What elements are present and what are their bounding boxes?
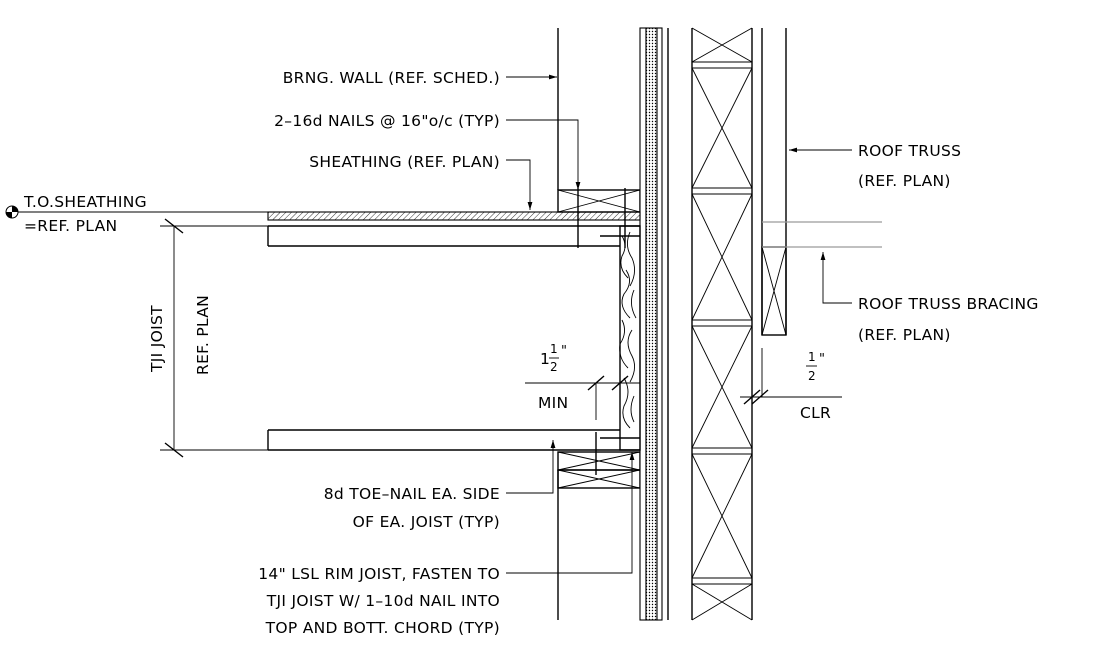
label-rim-joist-2: TJI JOIST W/ 1–10d NAIL INTO <box>266 592 500 610</box>
label-brng-wall: BRNG. WALL (REF. SCHED.) <box>283 69 500 87</box>
joist-depth-dimension <box>160 218 268 458</box>
dim-min-whole: 1 <box>540 350 550 368</box>
roof-truss <box>691 27 882 621</box>
dim-min-inch: " <box>561 344 567 359</box>
bearing-min-dimension <box>525 375 640 420</box>
wall-sheathing-strip <box>639 27 669 621</box>
clearance-dimension <box>740 348 842 405</box>
dim-min-denominator: 2 <box>550 360 558 374</box>
to-sheathing-marker <box>5 205 268 227</box>
dim-clr-numerator: 1 <box>808 350 816 364</box>
label-to-sheathing-ref: =REF. PLAN <box>24 217 117 235</box>
nails <box>577 188 640 475</box>
label-toe-nail-2: OF EA. JOIST (TYP) <box>353 513 500 531</box>
lsl-rim-joist <box>619 225 641 451</box>
bearing-wall <box>557 28 641 620</box>
label-tji-joist: TJI JOIST <box>148 305 166 373</box>
label-to-sheathing: T.O.SHEATHING <box>23 193 147 211</box>
label-rim-joist-3: TOP AND BOTT. CHORD (TYP) <box>265 619 500 637</box>
label-ref-plan-vertical: REF. PLAN <box>194 295 212 375</box>
dim-clr-note: CLR <box>800 404 831 422</box>
dim-min-numerator: 1 <box>550 342 558 356</box>
dim-clr-denominator: 2 <box>808 369 816 383</box>
leader-lines <box>506 74 852 574</box>
annotations: BRNG. WALL (REF. SCHED.) 2–16d NAILS @ 1… <box>23 69 1039 637</box>
label-nails: 2–16d NAILS @ 16"o/c (TYP) <box>274 112 500 130</box>
label-roof-truss: ROOF TRUSS <box>858 142 961 160</box>
label-rim-joist: 14" LSL RIM JOIST, FASTEN TO <box>258 565 500 583</box>
label-truss-bracing-ref: (REF. PLAN) <box>858 326 951 344</box>
floor-sheathing <box>267 211 641 227</box>
label-truss-bracing: ROOF TRUSS BRACING <box>858 295 1039 313</box>
label-toe-nail: 8d TOE–NAIL EA. SIDE <box>324 485 500 503</box>
tji-joist <box>267 226 640 451</box>
label-sheathing: SHEATHING (REF. PLAN) <box>309 153 500 171</box>
dim-clr-inch: " <box>819 352 825 367</box>
label-roof-truss-ref: (REF. PLAN) <box>858 172 951 190</box>
dim-min-note: MIN <box>538 394 568 412</box>
